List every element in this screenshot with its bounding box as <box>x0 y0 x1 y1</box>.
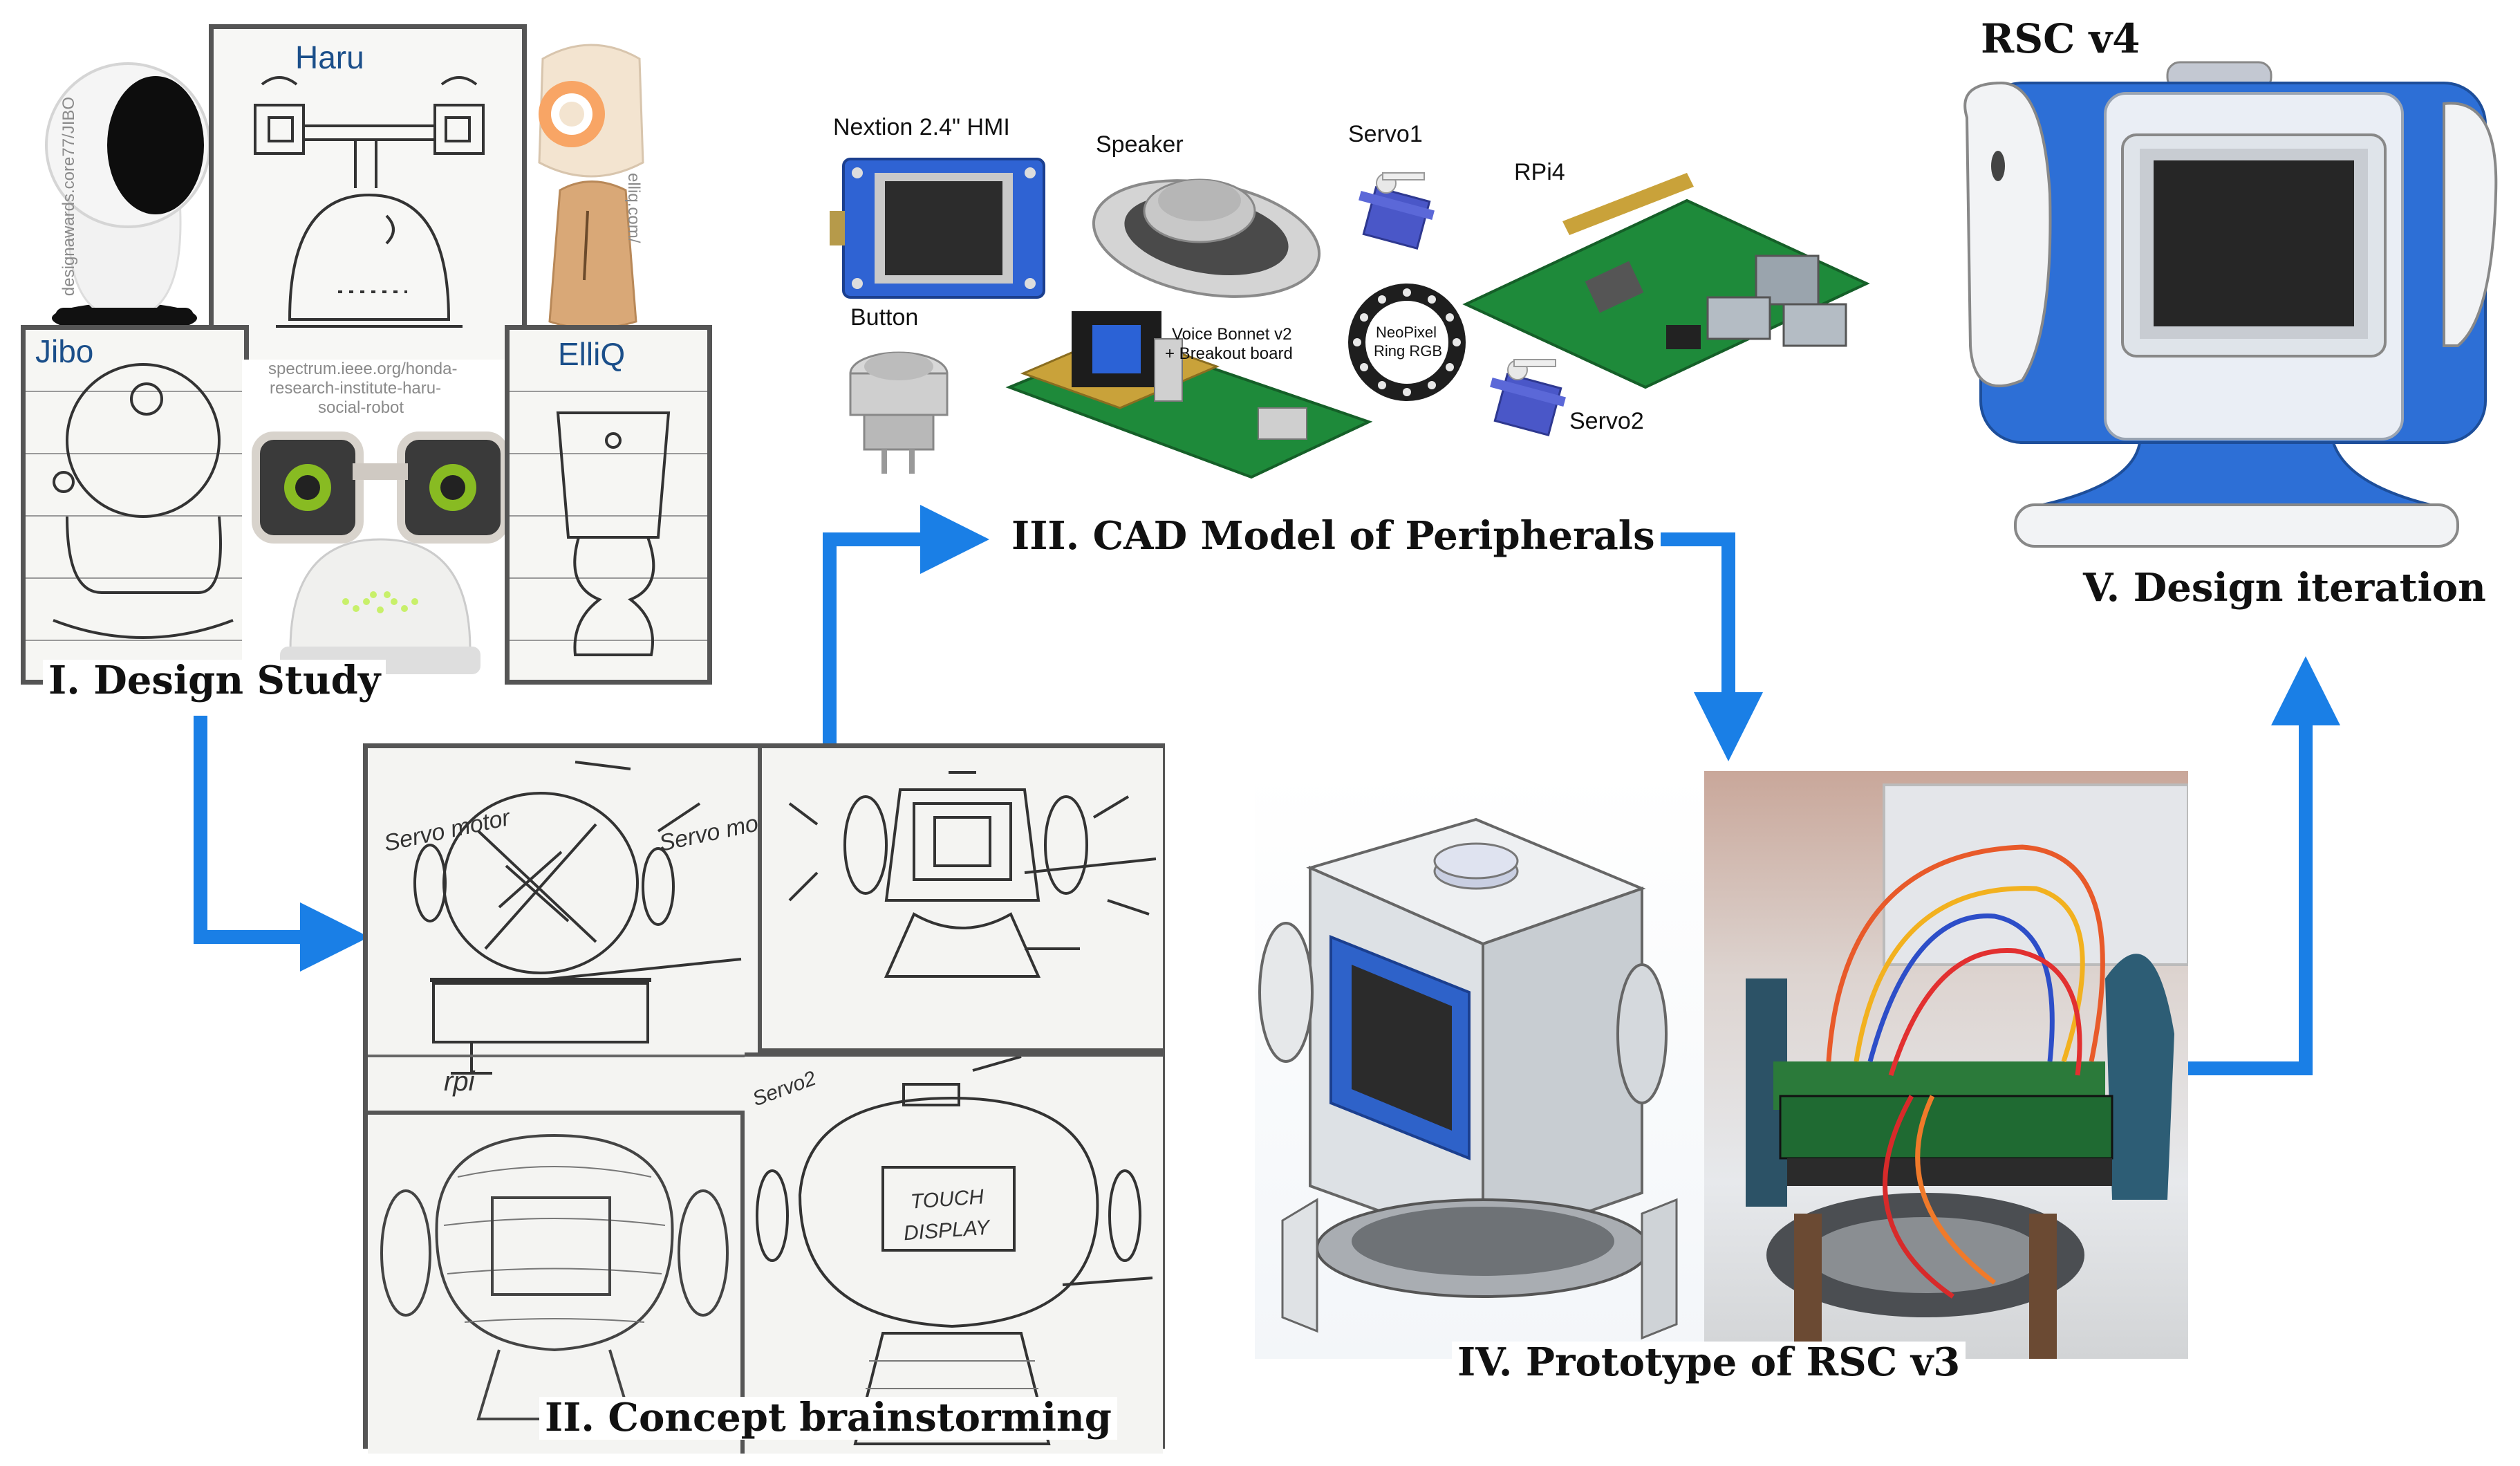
arrow-concept-to-cad <box>823 505 989 743</box>
stage-label-prototype: IV. Prototype of RSC v3 <box>1452 1341 1966 1384</box>
concept-sketch-4: TOUCH DISPLAY Servo2 <box>745 1052 1163 1454</box>
arrow-cad-to-prototype <box>1639 532 1763 761</box>
elliq-photo <box>538 44 644 330</box>
servo1-model <box>1359 172 1435 250</box>
jibo-source-url: designawards.core77/JIBO <box>59 96 78 297</box>
concept-sketch-2 <box>762 748 1163 1052</box>
prototype-images <box>1255 771 2188 1359</box>
rsc-v4-title: RSC v4 <box>1981 15 2140 62</box>
button-model <box>849 351 949 474</box>
rsc-v4-render <box>1963 61 2498 548</box>
nextion-display-model <box>830 158 1045 299</box>
concept-sketch-1: Servo motor Servo motor rpi <box>368 748 762 1115</box>
voice-bonnet-label-2: + Breakout board <box>1165 344 1293 363</box>
haru-source-url-2: research-institute-haru- <box>270 379 442 398</box>
concept-note-rpi: rpi <box>444 1066 475 1097</box>
haru-source-url-3: social-robot <box>318 398 404 417</box>
jibo-label: Jibo <box>35 333 94 369</box>
haru-photo: spectrum.ieee.org/honda- research-instit… <box>242 360 512 685</box>
nextion-label: Nextion 2.4" HMI <box>833 114 1010 140</box>
cad-peripherals: Nextion 2.4" HMI Speaker Servo1 RPi4 But <box>823 104 1874 491</box>
elliq-sketch-panel: ElliQ <box>505 325 712 685</box>
elliq-source-url: elliq.com/ <box>624 173 643 243</box>
jibo-photo <box>45 62 211 333</box>
speaker-label: Speaker <box>1096 131 1184 158</box>
rpi4-label: RPi4 <box>1514 159 1565 185</box>
design-study-collage: designawards.core77/JIBO Haru elliq.com <box>21 21 712 685</box>
stage-label-iteration: V. Design iteration <box>2078 566 2492 610</box>
stage-label-design-study: I. Design Study <box>43 659 386 703</box>
arrow-study-to-concept <box>194 716 369 972</box>
neopixel-ring-model <box>1348 284 1466 401</box>
voice-bonnet-label-1: Voice Bonnet v2 <box>1172 325 1292 344</box>
servo1-label: Servo1 <box>1348 121 1423 147</box>
stage-label-cad: III. CAD Model of Peripherals <box>1006 514 1661 558</box>
speaker-model <box>1092 178 1321 298</box>
neopixel-label-1: NeoPixel <box>1376 324 1437 341</box>
neopixel-label-2: Ring RGB <box>1374 342 1443 360</box>
button-label: Button <box>850 304 919 331</box>
haru-label: Haru <box>295 39 364 75</box>
prototype-cad-render <box>1255 771 1704 1359</box>
haru-sketch-panel: Haru <box>209 24 527 370</box>
concept-collage: Servo motor Servo motor rpi <box>363 743 1165 1454</box>
servo2-label: Servo2 <box>1569 408 1644 434</box>
rpi4-model <box>1462 173 1870 389</box>
haru-source-url-1: spectrum.ieee.org/honda- <box>268 360 458 378</box>
arrow-prototype-to-iteration <box>2188 656 2340 1075</box>
prototype-photo <box>1704 771 2188 1359</box>
jibo-sketch-panel: Jibo <box>21 325 249 685</box>
voice-bonnet-model <box>1005 311 1373 479</box>
elliq-label: ElliQ <box>558 336 626 372</box>
servo2-model <box>1490 359 1566 436</box>
stage-label-concept: II. Concept brainstorming <box>539 1396 1117 1440</box>
